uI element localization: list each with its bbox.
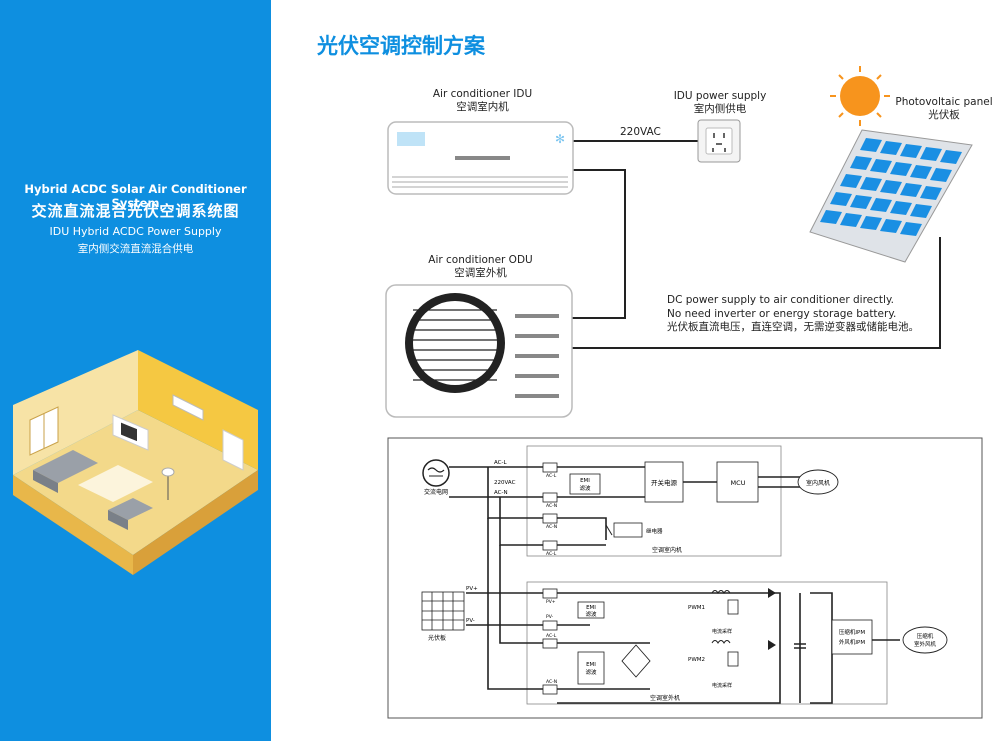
- compressor-label-1: 压缩机: [917, 632, 934, 640]
- fuse-pvminus-label: PV-: [546, 614, 554, 620]
- pv-panel-label-cn: 光伏板: [928, 109, 960, 121]
- system-diagram: ✻: [385, 66, 973, 418]
- compressor-label-2: 室外风机: [914, 640, 937, 648]
- sun-icon: [830, 66, 890, 126]
- outdoor-emi2-label: EMI: [586, 662, 596, 668]
- room-illustration: [13, 350, 258, 575]
- outdoor-unit-label: 空调室外机: [650, 694, 680, 702]
- pwm1-label: PWM1: [688, 605, 705, 611]
- indoor-fan-label: 室内风机: [806, 479, 830, 487]
- fuse-acl3-label: AC-L: [546, 633, 557, 639]
- current-sense-label-2: 电流采样: [712, 682, 732, 689]
- odu-unit: [385, 284, 573, 418]
- odu-label-cn: 空调室外机: [454, 267, 507, 279]
- relay-label: 继电器: [646, 527, 663, 535]
- sidebar-title-en: Hybrid ACDC Solar Air Conditioner System: [24, 182, 247, 210]
- ipm-label-2: 外风机IPM: [839, 638, 865, 646]
- pv-panel-label-en: Photovoltaic panel: [895, 96, 993, 108]
- idu-label: Air conditioner IDU 空调室内机: [420, 88, 545, 114]
- sidebar-subtitle-en: IDU Hybrid ACDC Power Supply: [49, 225, 222, 238]
- page-title: 光伏空调控制方案: [317, 34, 485, 58]
- dc-note: DC power supply to air conditioner direc…: [667, 294, 919, 335]
- wire-idu-odu: [572, 169, 626, 319]
- power-socket: [697, 119, 741, 163]
- odu-label: Air conditioner ODU 空调室外机: [418, 254, 543, 280]
- indoor-unit-label: 空调室内机: [652, 546, 682, 554]
- mcu-label: MCU: [731, 479, 746, 487]
- pv-label: 光伏板: [428, 634, 446, 642]
- fuse-acn3-label: AC-N: [546, 679, 557, 685]
- grid-label: 交流电网: [424, 488, 448, 496]
- dc-note-line1: DC power supply to air conditioner direc…: [667, 294, 895, 306]
- svg-text:✻: ✻: [555, 132, 565, 146]
- outdoor-emi1-label: EMI: [586, 605, 596, 611]
- ac-l-label: AC-L: [494, 460, 507, 466]
- fuse-pvplus-label: PV+: [546, 599, 556, 605]
- current-sense-label-1: 电流采样: [712, 628, 732, 635]
- indoor-emi-label: EMI: [580, 478, 590, 484]
- ac-n-label: AC-N: [494, 490, 508, 496]
- idu-unit: ✻: [387, 121, 574, 195]
- outdoor-emi1-filter-label: 滤波: [585, 610, 597, 618]
- fuse-acn2-label: AC-N: [546, 524, 557, 530]
- fuse-acl-label: AC-L: [546, 473, 557, 479]
- voltage-label: 220VAC: [620, 126, 661, 138]
- wire-pv-odu: [572, 237, 941, 349]
- power-supply-label-cn: 室内侧供电: [693, 103, 747, 115]
- pwm2-label: PWM2: [688, 657, 705, 663]
- switching-supply-label: 开关电源: [651, 478, 678, 487]
- sidebar-title-cn: 交流直流混合光伏空调系统图: [31, 202, 240, 220]
- power-supply-label-en: IDU power supply: [673, 90, 767, 102]
- pv-minus-label: PV-: [466, 618, 475, 624]
- pv-plus-label: PV+: [466, 586, 478, 592]
- pv-grid-icon: [421, 591, 465, 631]
- fuse-acl2-label: AC-L: [546, 551, 557, 557]
- idu-label-en: Air conditioner IDU: [432, 88, 533, 100]
- power-supply-label: IDU power supply 室内侧供电: [660, 90, 780, 116]
- pv-panel-label: Photovoltaic panel 光伏板: [888, 96, 1000, 122]
- odu-label-en: Air conditioner ODU: [428, 254, 533, 266]
- sidebar: Hybrid ACDC Solar Air Conditioner System…: [0, 0, 271, 741]
- sidebar-subtitle-cn: 室内侧交流直流混合供电: [77, 243, 194, 255]
- ipm-label-1: 压缩机IPM: [839, 628, 865, 636]
- indoor-emi-filter-label: 滤波: [579, 484, 591, 492]
- circuit-schematic: EMI 滤波 开关电源 MCU 室内风机 继电器 EMI 滤波 EMI 滤波 P…: [387, 437, 983, 719]
- idu-label-cn: 空调室内机: [456, 101, 509, 113]
- pv-panel-icon: [809, 129, 973, 263]
- rectifier-bridge-icon: [621, 644, 651, 678]
- fuse-acn-label: AC-N: [546, 503, 557, 509]
- dc-note-line2: No need inverter or energy storage batte…: [667, 307, 897, 320]
- v220-label: 220VAC: [494, 480, 516, 486]
- dc-note-line3: 光伏板直流电压，直连空调，无需逆变器或储能电池。: [667, 321, 919, 333]
- outdoor-emi2-filter-label: 滤波: [585, 668, 597, 676]
